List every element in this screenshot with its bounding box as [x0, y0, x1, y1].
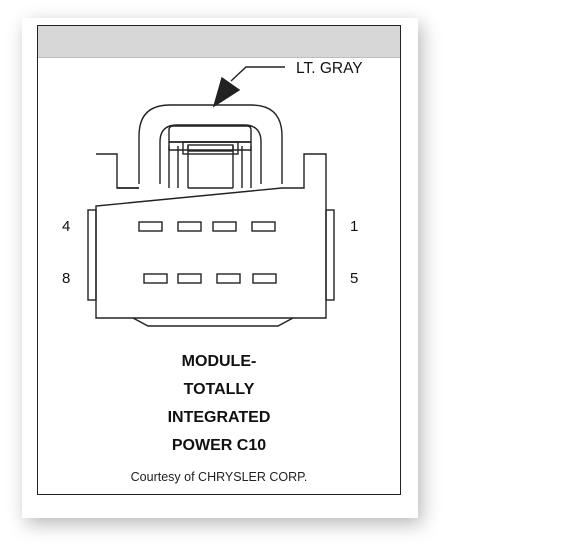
pin-cavity-6: [216, 273, 241, 284]
figure-header-band: [38, 26, 400, 58]
latch-tab: [168, 125, 252, 143]
right-ear: [325, 209, 335, 301]
connector-body-outline: [95, 153, 327, 319]
pin-label-4: 4: [62, 218, 71, 235]
bottom-lip: [132, 317, 294, 327]
pin-cavity-4: [138, 221, 163, 232]
caption-line-3: INTEGRATED: [167, 409, 271, 426]
pin-cavity-7: [177, 273, 202, 284]
connector-figure: LT. GRAY 4 1 8 5 MODULE- TOTALLY INTEGRA…: [37, 25, 401, 495]
connector-face-drawing: [87, 66, 335, 327]
pin-label-8: 8: [62, 270, 71, 287]
callout-arrow-head: [212, 76, 241, 108]
caption-line-4: POWER C10: [171, 437, 267, 454]
caption-line-2: TOTALLY: [183, 381, 255, 398]
pin-label-5: 5: [350, 270, 359, 287]
pin-label-1: 1: [350, 218, 359, 235]
callout-leader-line: [230, 66, 285, 82]
wire-color-label: LT. GRAY: [296, 60, 363, 77]
latch-inner: [159, 124, 262, 184]
pin-cavity-5: [252, 273, 277, 284]
pin-cavity-1: [251, 221, 276, 232]
pin-cavity-2: [212, 221, 237, 232]
pin-cavity-3: [177, 221, 202, 232]
pin-cavity-8: [143, 273, 168, 284]
caption-line-1: MODULE-: [181, 353, 257, 370]
left-ear: [87, 209, 97, 301]
latch-outer: [138, 104, 283, 184]
courtesy-credit: Courtesy of CHRYSLER CORP.: [130, 470, 308, 484]
